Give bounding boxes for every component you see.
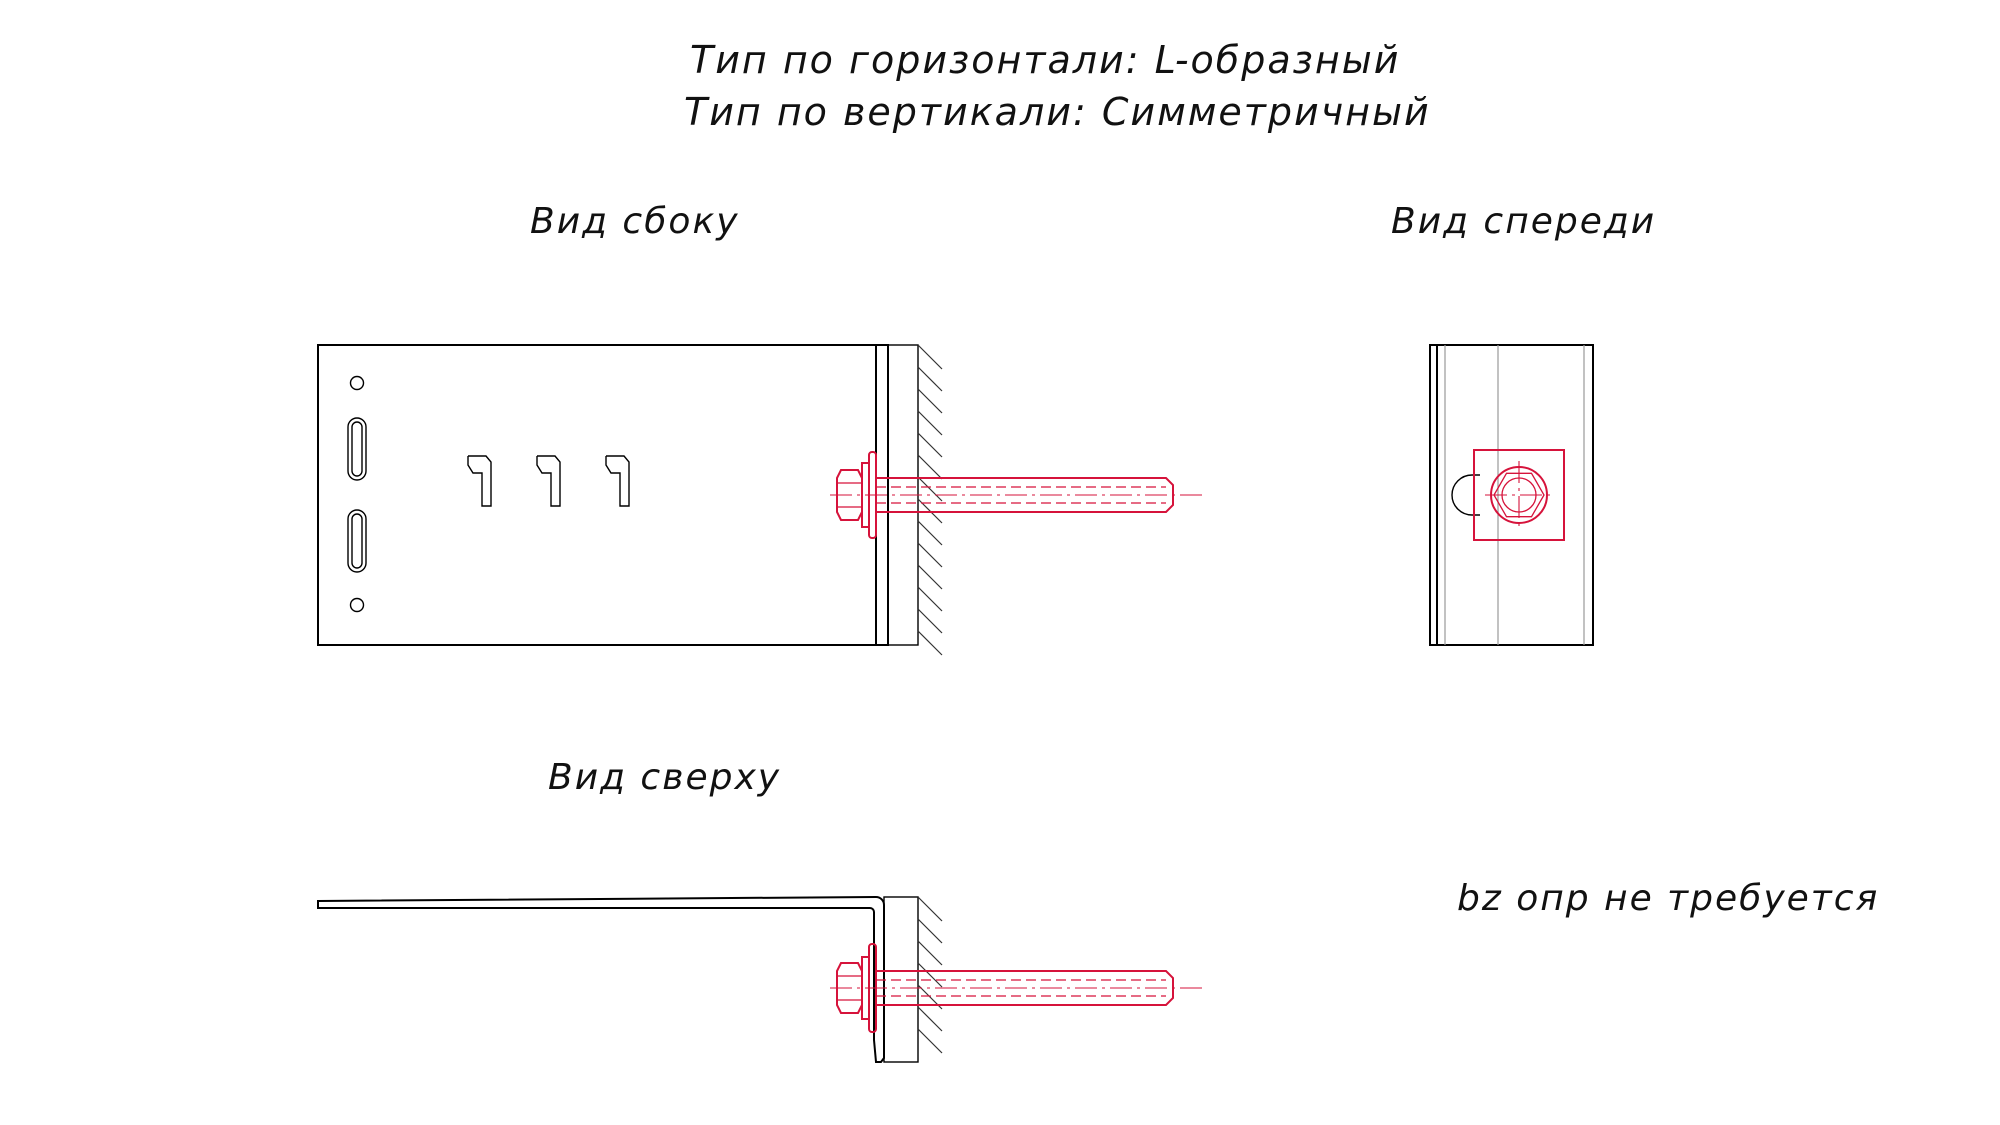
- anchor-bolt: [830, 943, 1205, 1033]
- hatch-stroke: [917, 940, 943, 966]
- hatch-stroke: [917, 410, 943, 436]
- hatch-stroke: [917, 1006, 943, 1032]
- stiffening-notch: [467, 455, 492, 507]
- hatch-stroke: [917, 1028, 943, 1054]
- hatch-stroke: [917, 896, 943, 922]
- hatch-stroke: [917, 586, 943, 612]
- hatch-stroke: [917, 520, 943, 546]
- side-view: [317, 344, 1205, 656]
- hatch-stroke: [917, 918, 943, 944]
- washer-plate: [1473, 449, 1565, 541]
- slot-hole: [1451, 474, 1480, 516]
- hatch-stroke: [917, 564, 943, 590]
- side-view-title: Вид сбоку: [530, 201, 740, 242]
- top-view: [317, 895, 1205, 1063]
- hatch-stroke: [917, 476, 943, 502]
- stiffening-notch: [536, 455, 561, 507]
- type-vertical-label: Тип по вертикали: Симметричный: [684, 90, 1431, 134]
- hatch-stroke: [917, 432, 943, 458]
- stiffening-notch: [605, 455, 630, 507]
- wall-hatching: [917, 896, 943, 1054]
- hatch-stroke: [917, 344, 943, 370]
- hatch-stroke: [917, 366, 943, 392]
- type-horizontal-label: Тип по горизонтали: L-образный: [690, 38, 1401, 82]
- bracket-top-profile: [317, 895, 885, 1063]
- bracket-plate: [317, 344, 889, 646]
- front-view-title: Вид спереди: [1391, 201, 1657, 242]
- slot-hole: [347, 417, 367, 481]
- top-view-title: Вид сверху: [548, 757, 782, 798]
- anchor-bolt: [830, 451, 1205, 539]
- hatch-stroke: [917, 388, 943, 414]
- hatch-stroke: [917, 542, 943, 568]
- wall-hatching: [917, 344, 943, 656]
- bolt-head: [1485, 461, 1553, 529]
- slot-hole: [347, 509, 367, 573]
- round-hole: [349, 597, 365, 613]
- hatch-stroke: [917, 962, 943, 988]
- hatch-stroke: [917, 608, 943, 634]
- hatch-stroke: [917, 630, 943, 656]
- front-view: [1429, 344, 1594, 646]
- bracket-front-outline: [1429, 344, 1594, 646]
- round-hole: [349, 375, 365, 391]
- hatch-stroke: [917, 454, 943, 480]
- note-label: bz опр не требуется: [1457, 878, 1880, 919]
